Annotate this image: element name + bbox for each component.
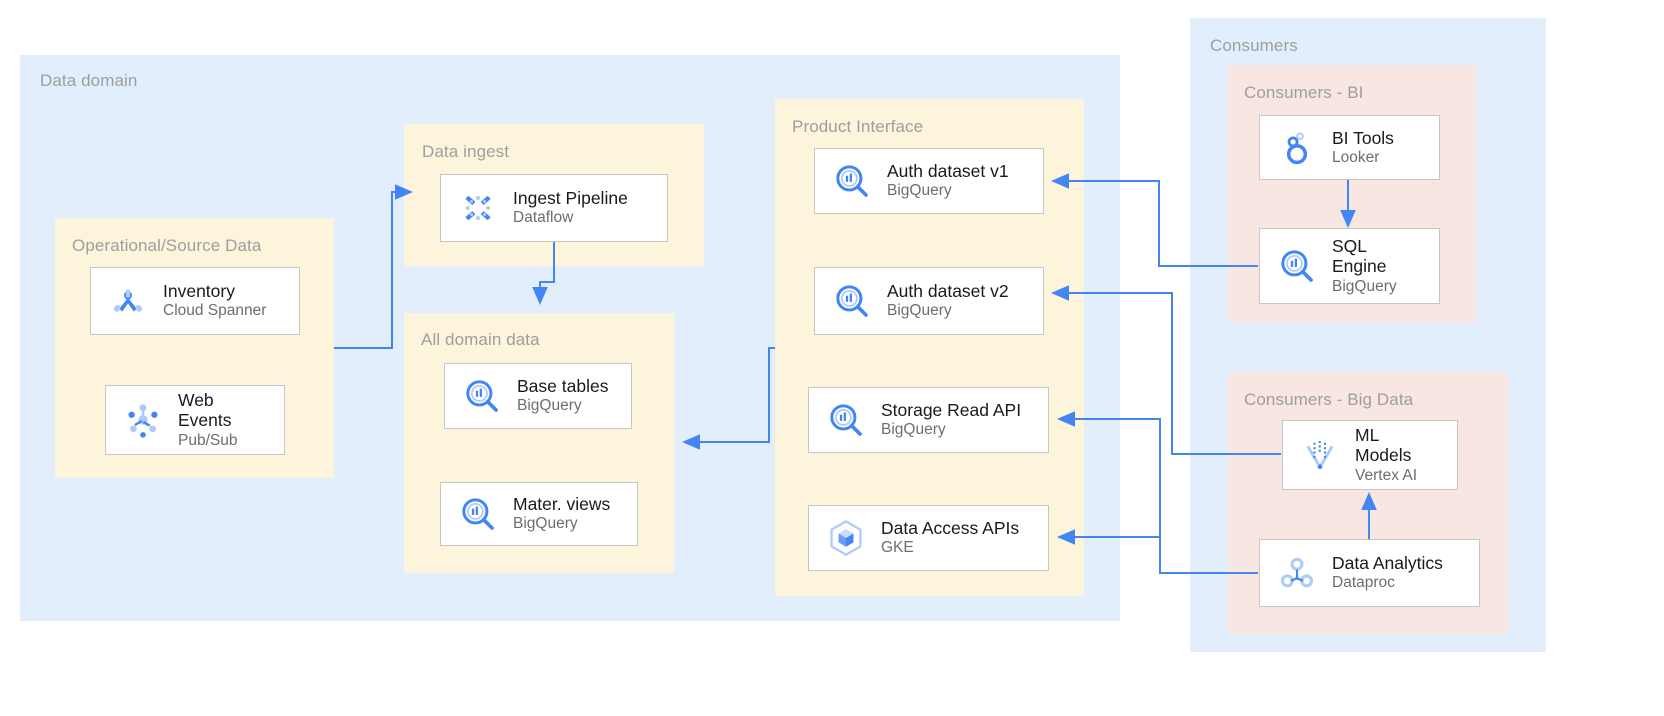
node-auth-dataset-v1-subtitle: BigQuery: [887, 182, 952, 200]
gke-icon: [823, 515, 869, 561]
node-web-events-title: Web Events: [178, 389, 232, 431]
node-web-events-subtitle: Pub/Sub: [178, 431, 238, 449]
node-auth-dataset-v2-subtitle: BigQuery: [887, 302, 952, 320]
bigquery-icon: [1274, 243, 1320, 289]
node-auth-dataset-v1-title: Auth dataset v1: [887, 161, 1009, 182]
bigquery-icon: [829, 158, 875, 204]
node-bi-tools-subtitle: Looker: [1332, 148, 1380, 166]
node-base-tables[interactable]: Base tables BigQuery: [444, 363, 632, 429]
node-mater-views-title: Mater. views: [513, 494, 611, 515]
node-base-tables-title: Base tables: [517, 376, 609, 397]
node-auth-dataset-v2[interactable]: Auth dataset v2 BigQuery: [814, 267, 1044, 335]
node-storage-read-api-title: Storage Read API: [881, 400, 1022, 421]
node-ingest-pipeline[interactable]: Ingest Pipeline Dataflow: [440, 174, 668, 242]
group-data-domain-label: Data domain: [40, 71, 138, 90]
group-data-ingest-label: Data ingest: [422, 142, 510, 161]
looker-icon: [1274, 125, 1320, 171]
node-bi-tools-title: BI Tools: [1332, 127, 1394, 148]
bigquery-icon: [829, 278, 875, 324]
node-bi-tools[interactable]: BI Tools Looker: [1259, 115, 1440, 180]
node-inventory[interactable]: Inventory Cloud Spanner: [90, 267, 300, 335]
node-ingest-pipeline-subtitle: Dataflow: [513, 209, 574, 227]
node-data-access-apis-title: Data Access APIs: [881, 518, 1020, 539]
node-base-tables-subtitle: BigQuery: [517, 397, 582, 415]
node-storage-read-api-subtitle: BigQuery: [881, 421, 946, 439]
node-data-access-apis[interactable]: Data Access APIs GKE: [808, 505, 1049, 571]
dataproc-icon: [1274, 550, 1320, 596]
node-auth-dataset-v1[interactable]: Auth dataset v1 BigQuery: [814, 148, 1044, 214]
node-inventory-title: Inventory: [163, 281, 235, 302]
bigquery-icon: [459, 373, 505, 419]
vertex-ai-icon: [1297, 432, 1343, 478]
node-inventory-subtitle: Cloud Spanner: [163, 302, 267, 320]
node-ml-models-title: ML Models: [1355, 424, 1412, 466]
cloud-spanner-icon: [105, 278, 151, 324]
node-mater-views[interactable]: Mater. views BigQuery: [440, 482, 638, 546]
node-data-access-apis-subtitle: GKE: [881, 539, 914, 557]
node-ml-models[interactable]: ML Models Vertex AI: [1282, 420, 1458, 490]
group-consumers-label: Consumers: [1210, 36, 1298, 55]
bigquery-icon: [455, 491, 501, 537]
group-consumers-bigdata-label: Consumers - Big Data: [1244, 390, 1414, 409]
node-storage-read-api[interactable]: Storage Read API BigQuery: [808, 387, 1049, 453]
node-sql-engine-subtitle: BigQuery: [1332, 277, 1397, 295]
group-operational-source-data-label: Operational/Source Data: [72, 236, 262, 255]
node-data-analytics[interactable]: Data Analytics Dataproc: [1259, 539, 1480, 607]
node-ml-models-subtitle: Vertex AI: [1355, 466, 1418, 484]
node-auth-dataset-v2-title: Auth dataset v2: [887, 281, 1009, 302]
node-sql-engine[interactable]: SQL Engine BigQuery: [1259, 228, 1440, 304]
dataflow-icon: [455, 185, 501, 231]
pubsub-icon: [120, 397, 166, 443]
node-ingest-pipeline-title: Ingest Pipeline: [513, 188, 628, 209]
node-mater-views-subtitle: BigQuery: [513, 515, 578, 533]
group-product-interface-label: Product Interface: [792, 117, 924, 136]
bigquery-icon: [823, 397, 869, 443]
group-all-domain-data-label: All domain data: [421, 330, 540, 349]
node-web-events[interactable]: Web Events Pub/Sub: [105, 385, 285, 455]
group-consumers-bi-label: Consumers - BI: [1244, 83, 1364, 102]
node-data-analytics-subtitle: Dataproc: [1332, 574, 1395, 592]
node-sql-engine-title: SQL Engine: [1332, 235, 1387, 277]
node-data-analytics-title: Data Analytics: [1332, 553, 1443, 574]
